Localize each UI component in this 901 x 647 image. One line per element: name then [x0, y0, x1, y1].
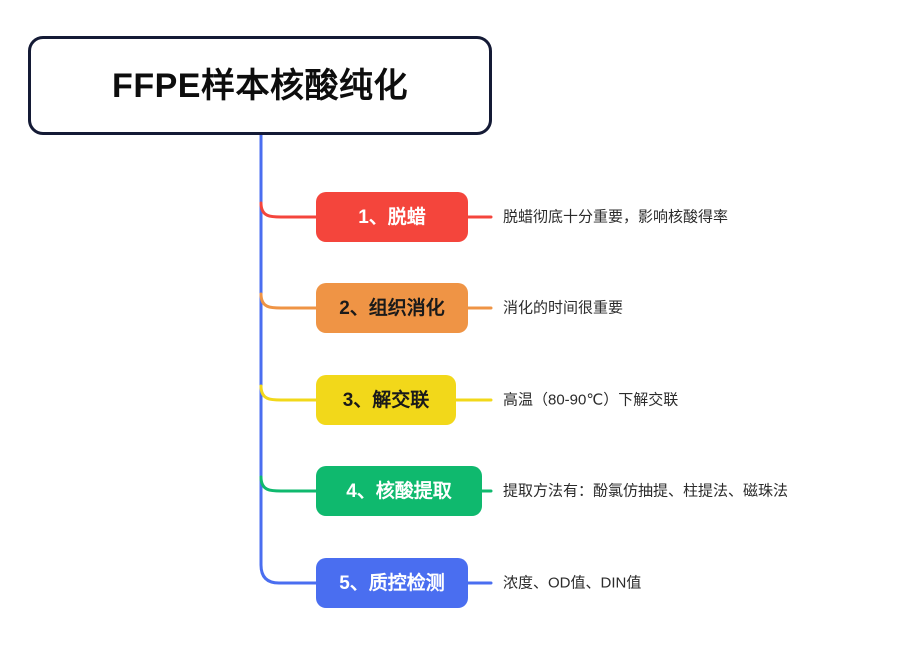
branch-node-5[interactable]: 5、质控检测 [316, 558, 468, 608]
branch-node-1[interactable]: 1、脱蜡 [316, 192, 468, 242]
branch-description-3: 高温（80-90℃）下解交联 [503, 391, 679, 409]
branch-connector [259, 292, 318, 310]
branch-node-label: 3、解交联 [342, 389, 430, 411]
branch-connector [259, 201, 318, 219]
root-node[interactable]: FFPE样本核酸纯化 [28, 36, 492, 135]
branch-node-label: 1、脱蜡 [358, 206, 426, 228]
branch-node-label: 2、组织消化 [339, 297, 445, 319]
branch-description-1: 脱蜡彻底十分重要，影响核酸得率 [503, 208, 729, 226]
branch-description-5: 浓度、OD值、DIN值 [503, 574, 642, 592]
branch-node-label: 5、质控检测 [339, 572, 445, 594]
root-node-label: FFPE样本核酸纯化 [112, 66, 408, 105]
branch-description-2: 消化的时间很重要 [503, 299, 624, 317]
branch-node-2[interactable]: 2、组织消化 [316, 283, 468, 333]
branch-connector [259, 475, 318, 493]
trunk-connector [259, 133, 318, 585]
branch-connector [259, 384, 318, 402]
branch-node-3[interactable]: 3、解交联 [316, 375, 456, 425]
branch-node-label: 4、核酸提取 [346, 480, 452, 502]
branch-description-4: 提取方法有：酚氯仿抽提、柱提法、磁珠法 [503, 482, 789, 500]
branch-node-4[interactable]: 4、核酸提取 [316, 466, 482, 516]
